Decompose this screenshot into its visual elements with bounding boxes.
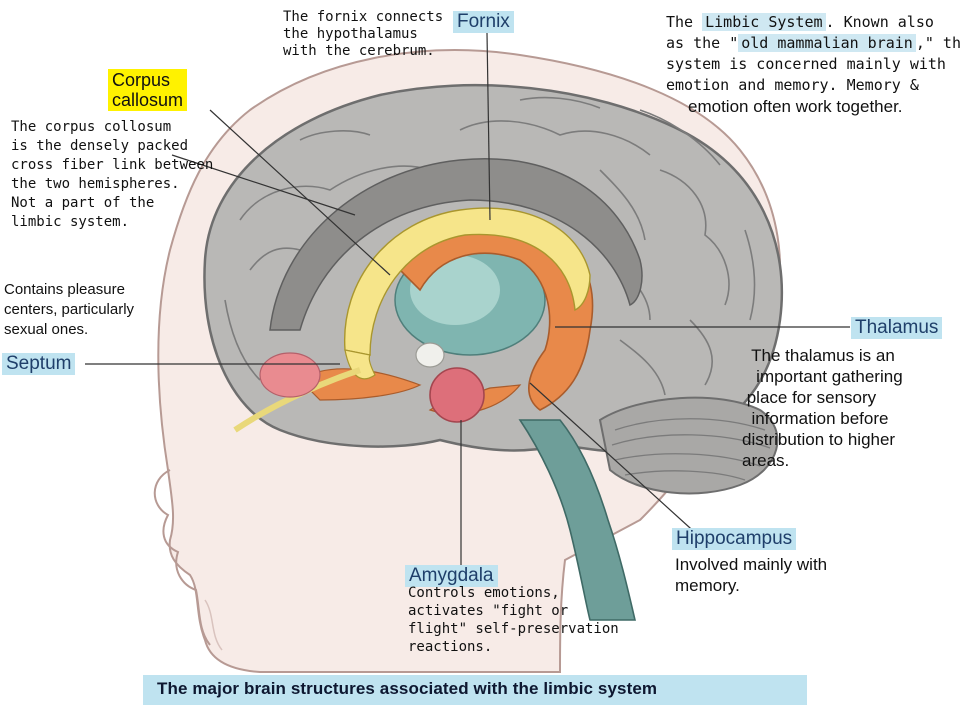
cerebellum-folds — [611, 418, 771, 481]
caption-bar — [143, 675, 807, 705]
limbic-note-line-2: as the "old mammalian brain," this — [666, 34, 960, 52]
limbic-note-line-3: system is concerned mainly with — [666, 55, 946, 73]
old-mammalian-brain-alias: old mammalian brain — [738, 34, 916, 52]
cortex-gyri — [224, 96, 756, 396]
limbic-system-note: The Limbic System. Known also as the "ol… — [666, 12, 960, 117]
hippocampus-description: Involved mainly with memory. — [675, 555, 828, 595]
face-profile — [153, 469, 211, 646]
thalamus-label: Thalamus — [851, 317, 943, 339]
brainstem — [518, 419, 637, 621]
amygdala-label: Amygdala — [405, 565, 498, 587]
corpus-callosum-shape — [269, 158, 643, 331]
limbic-system-title: Limbic System — [702, 13, 826, 31]
corpus-callosum-label: Corpus callosum — [108, 69, 188, 111]
hippocampus-label: Hippocampus — [672, 528, 797, 550]
septum-label: Septum — [2, 353, 76, 375]
leader-lines — [85, 32, 850, 565]
septum-shape — [259, 352, 321, 398]
fornix-label: Fornix — [453, 11, 514, 33]
amygdala-shape — [429, 367, 485, 423]
limbic-note-line-5: emotion often work together. — [688, 97, 903, 116]
limbic-note-line-4: emotion and memory. Memory & — [666, 76, 919, 94]
fornix-shape — [344, 207, 591, 356]
corpus-callosum-description: The corpus collosum is the densely packe… — [11, 119, 214, 230]
limbic-note-line-1: The Limbic System. Known also — [666, 13, 934, 31]
thalamus-description: The thalamus is an important gathering p… — [742, 346, 903, 470]
ear-hint — [204, 599, 223, 651]
amygdala-description: Controls emotions, activates "fight or f… — [408, 585, 619, 655]
septum-description: Contains pleasure centers, particularly … — [4, 281, 135, 338]
fornix-description: The fornix connects the hypothalamus wit… — [283, 9, 444, 59]
figure-caption: The major brain structures associated wi… — [157, 679, 658, 698]
